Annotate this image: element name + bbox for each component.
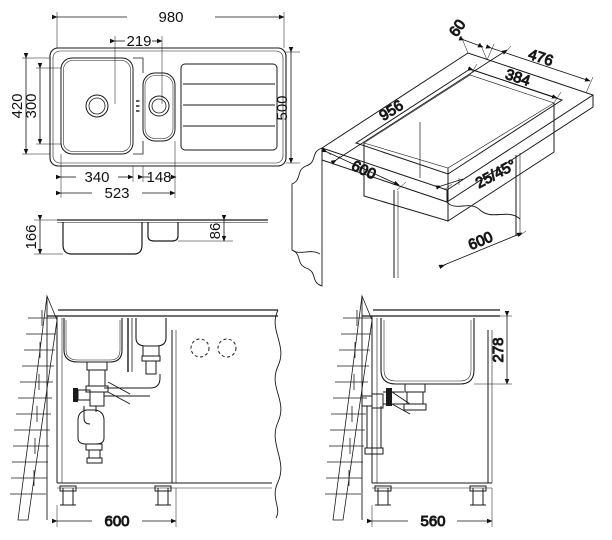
main-bowl bbox=[60, 57, 134, 155]
dim-bowl-widths: 340 148 bbox=[55, 141, 177, 186]
dim-bowl-depth-166: 166 bbox=[23, 214, 63, 255]
dim-bowl-height-278: 278 bbox=[474, 310, 512, 385]
dim-label-340: 340 bbox=[84, 169, 109, 186]
cabinet-body-side bbox=[371, 316, 493, 506]
dim-label-560: 560 bbox=[420, 513, 445, 530]
dim-overall-width-980: 980 bbox=[51, 9, 285, 48]
dim-bowls-total-523: 523 bbox=[55, 182, 176, 202]
dim-cutout-length-956: 956 bbox=[330, 45, 512, 165]
overflow-slots-icon bbox=[136, 100, 140, 112]
plumbing-assembly-side bbox=[361, 383, 427, 455]
small-bowl bbox=[142, 72, 176, 142]
dim-bowl-depth-86: 86 bbox=[178, 214, 233, 242]
dim-label-219: 219 bbox=[126, 33, 151, 50]
cabinet-body-front bbox=[56, 316, 177, 506]
dim-label-500: 500 bbox=[274, 95, 291, 120]
dim-label-420: 420 bbox=[9, 93, 26, 118]
dim-cabinet-width-600-front: 600 bbox=[51, 488, 177, 531]
view-plan: 980 219 420 300 500 bbox=[9, 9, 300, 202]
dim-inner-width-384: 384 bbox=[467, 63, 562, 104]
dim-cutout-width-476: 476 bbox=[485, 43, 594, 94]
dim-bowl-offset-219: 219 bbox=[109, 33, 163, 104]
view-cross-section: 166 86 bbox=[23, 214, 268, 255]
dim-depth-300: 300 bbox=[23, 62, 61, 145]
dim-label-980: 980 bbox=[158, 9, 183, 26]
dim-depth-420: 420 bbox=[9, 52, 50, 155]
dim-label-166: 166 bbox=[23, 224, 40, 249]
drainboard bbox=[180, 63, 278, 151]
dim-label-278: 278 bbox=[490, 337, 507, 362]
dim-label-476: 476 bbox=[526, 46, 555, 70]
main-bowl-drain-icon bbox=[85, 94, 109, 118]
plumbing-assembly-front bbox=[73, 318, 161, 464]
dim-label-148: 148 bbox=[146, 169, 171, 186]
tap-holes-dashed bbox=[190, 338, 237, 358]
dim-label-523: 523 bbox=[104, 185, 129, 202]
sink-outline bbox=[49, 47, 287, 167]
dim-label-384: 384 bbox=[503, 66, 532, 90]
dim-depth-500: 500 bbox=[274, 46, 300, 164]
dim-label-956: 956 bbox=[376, 97, 406, 125]
dim-label-86: 86 bbox=[207, 223, 224, 240]
small-bowl-drain-icon bbox=[148, 95, 170, 117]
dim-cabinet-width-600-iso: 600 bbox=[438, 228, 527, 269]
dim-label-600-cabinet-iso: 600 bbox=[466, 228, 496, 253]
dim-cabinet-depth-560: 560 bbox=[366, 488, 493, 531]
dim-label-600-worktop: 600 bbox=[349, 157, 379, 183]
brick-wall-left bbox=[10, 294, 58, 521]
dim-label-25-45: 25/45° bbox=[473, 157, 519, 192]
dim-label-600-front: 600 bbox=[104, 513, 129, 530]
dim-label-300: 300 bbox=[23, 93, 40, 118]
view-install-front: 600 bbox=[10, 294, 282, 531]
view-install-side: 278 560 bbox=[325, 294, 512, 531]
dim-label-60: 60 bbox=[446, 17, 469, 40]
view-isometric: 956 60 476 384 600 bbox=[291, 16, 595, 287]
brick-wall-right bbox=[325, 294, 373, 521]
